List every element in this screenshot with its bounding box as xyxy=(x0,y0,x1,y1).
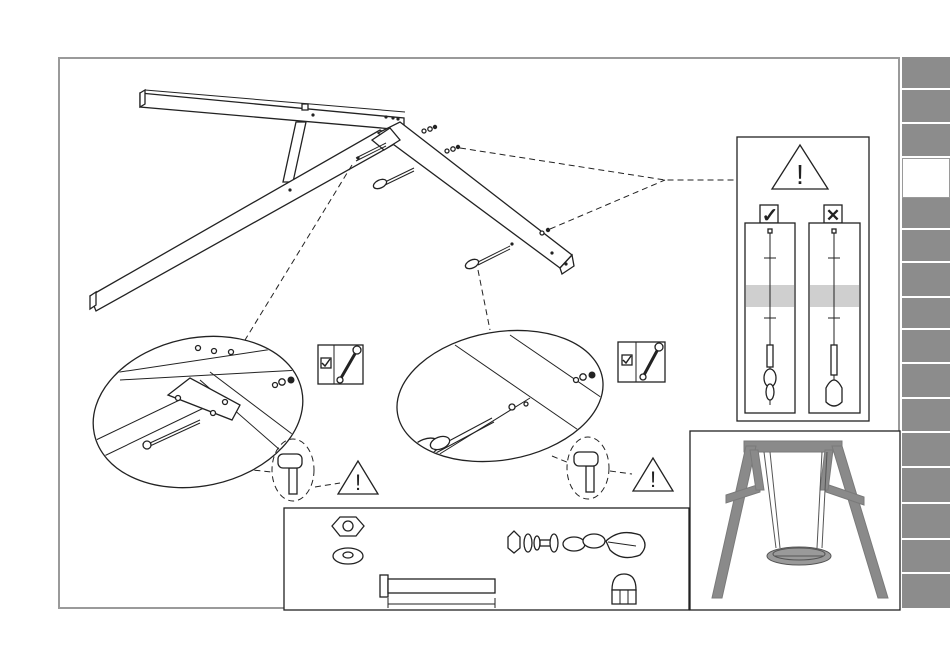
tighten-instruction-middle xyxy=(618,342,665,382)
detail-view-bracket xyxy=(79,318,317,507)
warning-triangle-icon-middle: ! xyxy=(633,458,673,492)
warning-symbol: ! xyxy=(355,470,361,495)
hanging-warning-panel: ! ✓ ✕ xyxy=(737,137,869,421)
hammer-icon-middle xyxy=(567,437,609,499)
carabiner-icon xyxy=(826,380,842,406)
finished-swing-preview xyxy=(690,431,900,610)
warning-triangle-icon-left: ! xyxy=(338,461,378,495)
hammer-icon-left xyxy=(272,439,314,501)
warning-symbol: ! xyxy=(796,159,804,190)
cap-nut-icon xyxy=(612,574,636,604)
a-frame-beams xyxy=(90,90,574,311)
hardware-parts-panel xyxy=(284,508,689,610)
washer-icon xyxy=(333,548,363,564)
tighten-instruction-left xyxy=(318,345,363,384)
incorrect-mark: ✕ xyxy=(826,206,840,225)
eye-bolt-lower xyxy=(464,246,510,271)
warning-symbol: ! xyxy=(650,467,656,492)
